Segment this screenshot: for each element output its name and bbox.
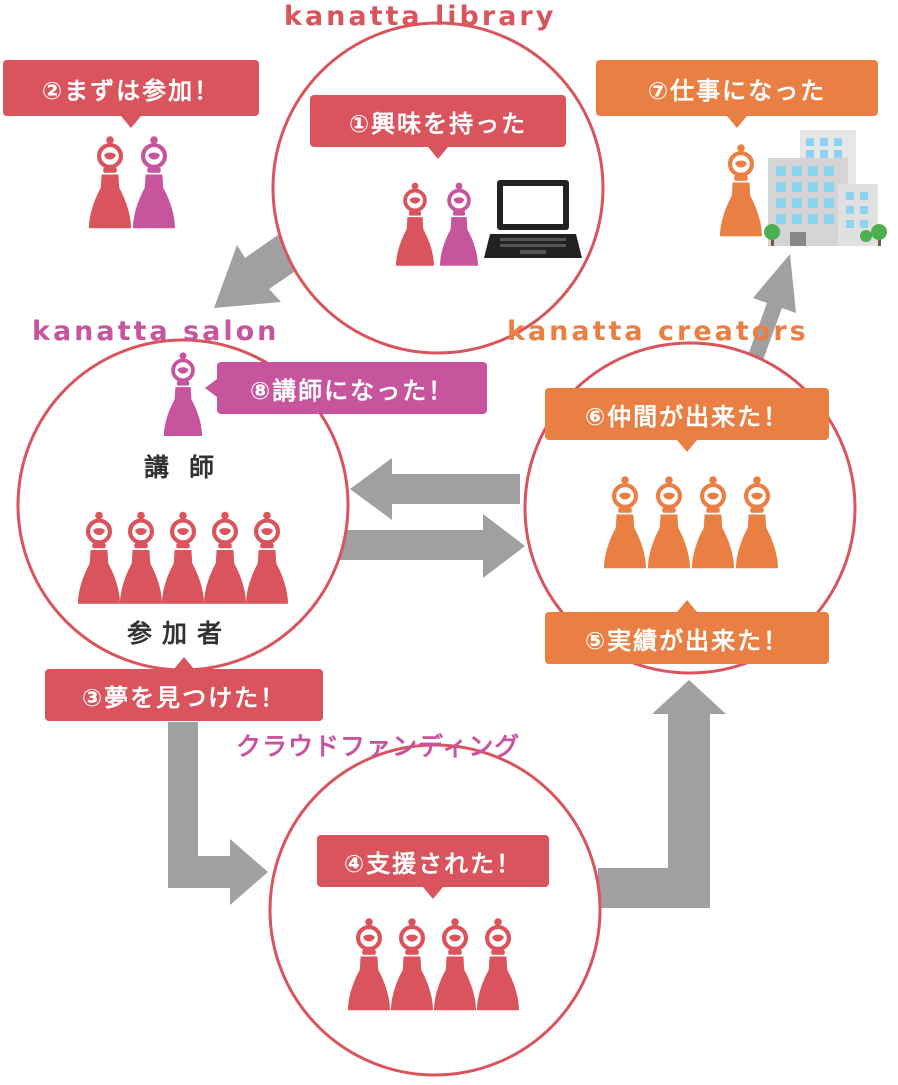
person-icon: [720, 144, 762, 236]
lecturer-label: 講師: [144, 453, 235, 482]
person-icon: [133, 136, 175, 228]
library-title: kanatta library: [284, 1, 557, 32]
step-1-bubble: ①興味を持った: [310, 95, 566, 159]
arrow-salon-to-crowdfunding: [168, 722, 268, 905]
crowdfunding-title: クラウドファンディング: [236, 732, 521, 761]
step-8-bubble: ⑧講師になった！: [205, 362, 487, 414]
step-3-bubble: ③夢を見つけた！: [45, 657, 323, 721]
step-6-bubble: ⑥仲間が出来た！: [545, 388, 829, 452]
salon-title: kanatta salon: [32, 316, 280, 347]
step-7-bubble: ⑦仕事になった: [596, 60, 878, 128]
step-2-bubble: ②まずは参加！: [3, 60, 259, 128]
arrow-creators-to-salon: [350, 458, 520, 520]
creators-title: kanatta creators: [507, 316, 809, 347]
step-4-bubble: ④支援された！: [317, 835, 549, 899]
arrow-creators-to-work: [748, 254, 796, 360]
crowdfunding-circle: [268, 743, 602, 1077]
office-building-icon: [768, 130, 878, 246]
person-icon: [89, 136, 131, 228]
tree-icon: [764, 224, 887, 246]
laptop-icon: [484, 180, 582, 258]
step-5-bubble: ⑤実績が出来た！: [545, 600, 829, 664]
participants-label: 参加者: [127, 619, 233, 648]
arrow-library-to-salon: [214, 230, 300, 308]
arrow-crowdfunding-to-creators: [598, 680, 726, 908]
arrow-salon-to-creators: [340, 514, 525, 578]
